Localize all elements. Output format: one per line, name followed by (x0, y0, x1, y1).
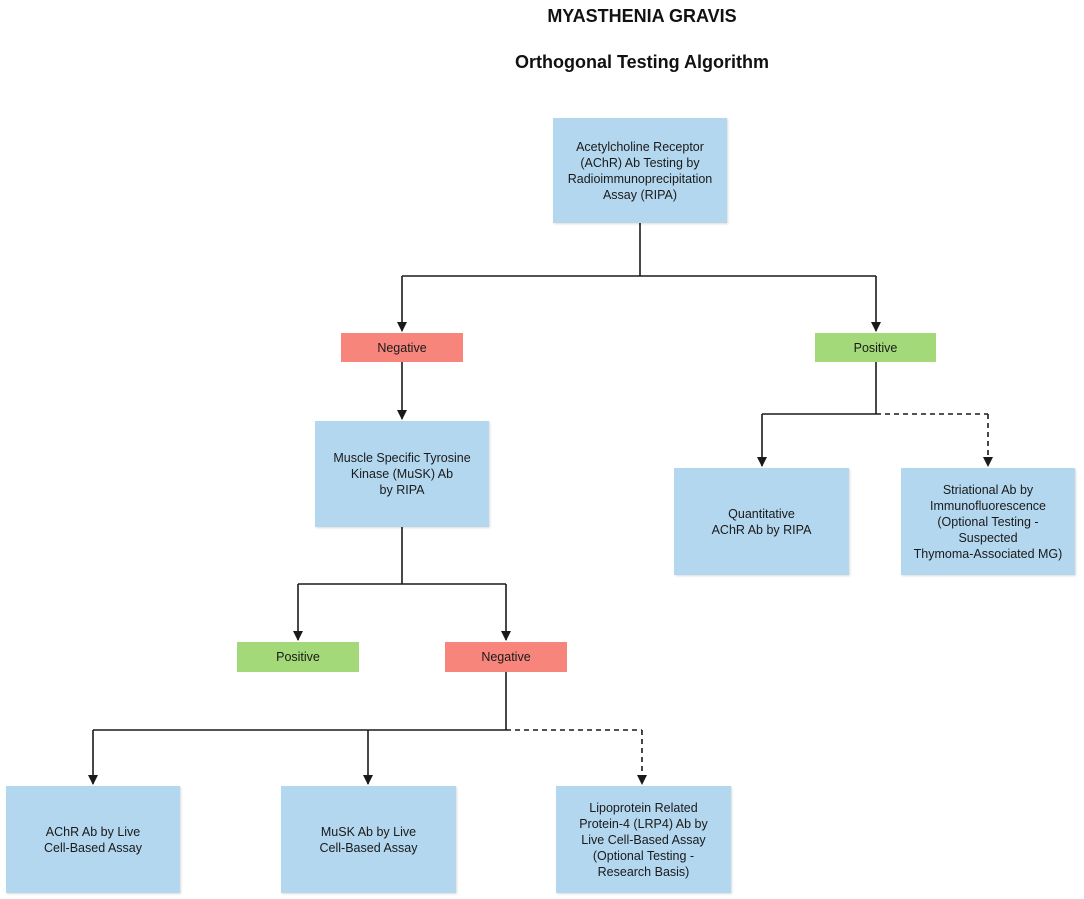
node-achr-ripa: Acetylcholine Receptor (AChR) Ab Testing… (553, 118, 727, 223)
node-lrp4-live: Lipoprotein Related Protein-4 (LRP4) Ab … (556, 786, 731, 893)
diagram-subtitle: Orthogonal Testing Algorithm (515, 52, 769, 72)
node-quantitative: Quantitative AChR Ab by RIPA (674, 468, 849, 575)
node-negative-1: Negative (341, 333, 463, 362)
node-musk-ripa: Muscle Specific Tyrosine Kinase (MuSK) A… (315, 421, 489, 527)
node-striational: Striational Ab by Immunofluorescence (Op… (901, 468, 1075, 575)
diagram-title: MYASTHENIA GRAVIS (547, 6, 737, 26)
node-negative-2: Negative (445, 642, 567, 672)
node-achr-live: AChR Ab by Live Cell-Based Assay (6, 786, 180, 893)
node-positive-2: Positive (237, 642, 359, 672)
node-positive-1: Positive (815, 333, 936, 362)
node-musk-live: MuSK Ab by Live Cell-Based Assay (281, 786, 456, 893)
